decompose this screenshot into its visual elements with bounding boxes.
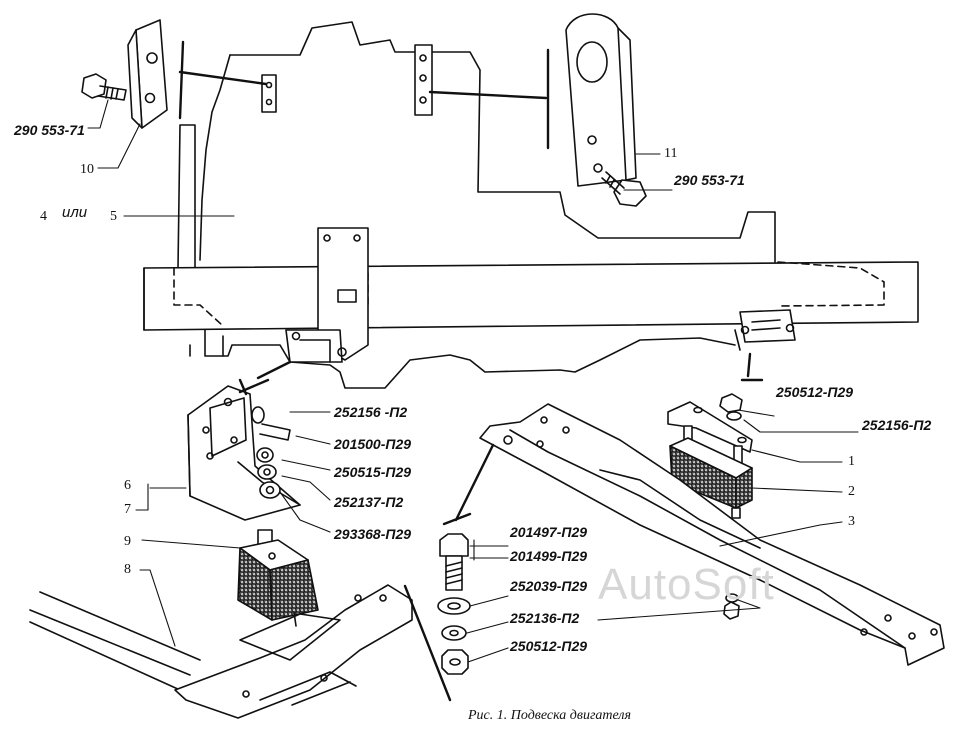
bracket-leaders	[178, 40, 550, 150]
rear-mount-on-frame	[739, 309, 796, 343]
rear-mount-plate-1	[667, 401, 753, 453]
part-code-bolt-right: 290 553-71	[674, 172, 745, 188]
ref-number-8: 8	[124, 562, 131, 577]
part-code-201499: 201499-П29	[510, 548, 588, 564]
ref-number-6: 6	[124, 478, 131, 493]
part-code-201500: 201500-П29	[334, 436, 412, 452]
cross-member-8	[29, 584, 413, 719]
figure-caption: Рис. 1. Подвеска двигателя	[468, 708, 632, 723]
rear-cushion-2	[669, 425, 753, 519]
ref-number-5: 5	[110, 209, 117, 224]
ref-number-11: 11	[664, 146, 678, 161]
front-mount-plate	[285, 227, 369, 363]
part-code-252156-a: 252156 -П2	[334, 404, 408, 420]
engine-small-brackets	[261, 44, 433, 116]
part-code-252156-b: 252156-П2	[862, 417, 932, 433]
fastener-stack	[437, 533, 471, 675]
part-code-bolt-left: 290 553-71	[14, 122, 85, 138]
part-code-201497: 201497-П29	[510, 524, 588, 540]
bracket-6-fasteners	[251, 406, 291, 499]
or-text: или	[62, 204, 88, 221]
part-code-252039: 252039-П29	[510, 578, 588, 594]
rear-fastener-top	[719, 393, 743, 421]
explosion-leaders	[238, 352, 764, 702]
bolt-left	[81, 73, 127, 101]
cushion-9	[237, 529, 319, 627]
ref-number-7: 7	[124, 502, 131, 517]
bracket-11	[565, 13, 637, 187]
mount-bracket-6	[187, 385, 301, 521]
part-code-252137: 252137-П2	[334, 494, 404, 510]
frame-rail	[143, 261, 919, 331]
ref-number-10: 10	[80, 162, 94, 177]
part-code-252136: 252136-П2	[510, 610, 580, 626]
ref-number-4: 4	[40, 209, 47, 224]
bracket-10	[127, 19, 168, 129]
callout-leaders	[87, 99, 859, 663]
engine-gearbox-outline	[177, 21, 776, 389]
bolt-right	[601, 171, 647, 207]
ref-number-9: 9	[124, 534, 131, 549]
cross-member-3	[479, 403, 945, 666]
part-code-250515: 250515-П29	[334, 464, 412, 480]
part-code-250512-b: 250512-П29	[510, 638, 588, 654]
ref-number-2: 2	[848, 484, 855, 499]
part-code-293368: 293368-П29	[334, 526, 412, 542]
watermark: AutoSoft	[598, 560, 775, 609]
ref-number-3: 3	[848, 514, 855, 529]
ref-number-1: 1	[848, 454, 855, 469]
part-code-250512-a: 250512-П29	[776, 384, 854, 400]
